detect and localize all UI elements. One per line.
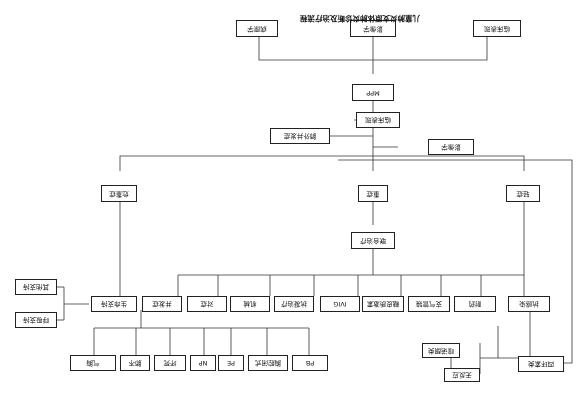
atelectasis-box: 肺不 [120, 355, 150, 371]
connector-severity-bar [119, 155, 525, 171]
fluid-box: 对症 [187, 296, 227, 312]
mechanical-label: 机械 [243, 300, 257, 309]
clinical-symptoms-box: 临床表现 [473, 20, 521, 37]
mechanical-box: 机械 [230, 296, 270, 312]
atelectasis-label: 肺不 [128, 359, 142, 368]
clinical-symptoms-2-box: 临床表现 [356, 112, 400, 128]
antibiotic-box: 抗感染 [508, 296, 550, 312]
complications-label: 并发症 [152, 300, 172, 309]
mild-label: 轻症 [516, 189, 530, 198]
chart-title: 儿童肺炎支原体肺炎诊断及治疗流程 [300, 14, 420, 23]
mpp-box: MPP [352, 84, 394, 101]
mpp-label: MPP [366, 88, 380, 97]
quinolone-label: 喹诺酮类 [428, 346, 454, 355]
glucocorticoid-label: 糖皮质激素 [366, 300, 400, 309]
glucocorticoid-box: 糖皮质激素 [362, 296, 404, 312]
no-response-label: 无反应 [452, 371, 472, 380]
etiology-label: 病原学 [247, 24, 267, 33]
clinical-symptoms-label: 临床表现 [484, 24, 510, 33]
severe-box: 重症 [358, 185, 388, 202]
resistant-box: 耐药 [454, 296, 496, 312]
quinolone-box: 喹诺酮类 [422, 343, 460, 358]
combined-treatment-label: 联合治疗 [360, 236, 386, 245]
antibiotic-label: 抗感染 [519, 300, 539, 309]
ivig-box: IVIG [320, 296, 360, 312]
combined-treatment-box: 联合治疗 [351, 232, 395, 249]
bronchoscopy-box: 支气管镜 [408, 296, 450, 312]
necrosis-box: 坏死 [154, 355, 186, 371]
life-support-label: 生命支持 [101, 300, 127, 309]
complications-box: 并发症 [142, 296, 182, 312]
anticoagulant-label: 抗凝治疗 [281, 300, 307, 309]
respiratory-support-box: 呼吸支持 [15, 312, 57, 328]
ivig-label: IVIG [333, 300, 347, 309]
etiology-box: 病原学 [236, 20, 278, 37]
pleural-box: 胸腔闭式 [248, 355, 288, 371]
extrapulmonary-label: 肺外并发症 [283, 132, 317, 141]
mild-box: 轻症 [506, 185, 540, 202]
critical-label: 危重症 [109, 189, 129, 198]
respiratory-support-label: 呼吸支持 [23, 316, 49, 325]
tetracycline-box: 四环素类 [518, 356, 564, 372]
other-support-box: 其他支持 [15, 279, 57, 295]
extrapulmonary-box: 肺外并发症 [270, 128, 330, 144]
connector-loop-long [338, 159, 573, 364]
tetracycline-label: 四环素类 [528, 360, 554, 369]
necrosis-label: 坏死 [163, 359, 177, 368]
pb-box: PB [292, 355, 328, 371]
pneumothorax-label: 气胸 [86, 359, 100, 368]
pneumothorax-box: 气胸 [70, 355, 116, 371]
clinical-symptoms-2-label: 临床表现 [365, 116, 391, 125]
no-response-box: 无反应 [444, 368, 480, 382]
pe-label: PE [226, 359, 236, 368]
resistant-label: 耐药 [468, 300, 482, 309]
anticoagulant-box: 抗凝治疗 [274, 296, 314, 312]
fluid-label: 对症 [200, 300, 214, 309]
other-support-label: 其他支持 [23, 283, 49, 292]
severe-label: 重症 [366, 189, 380, 198]
pleural-label: 胸腔闭式 [255, 359, 281, 368]
np-box: NP [190, 355, 216, 371]
imaging-label: 影像学 [363, 24, 383, 33]
critical-box: 危重症 [101, 185, 137, 202]
bronchoscopy-label: 支气管镜 [416, 300, 442, 309]
imaging-2-box: 影像学 [428, 139, 474, 155]
pe-box: PE [218, 355, 244, 371]
np-label: NP [198, 359, 208, 368]
life-support-box: 生命支持 [91, 296, 137, 312]
imaging-2-label: 影像学 [441, 143, 461, 152]
pb-label: PB [305, 359, 315, 368]
